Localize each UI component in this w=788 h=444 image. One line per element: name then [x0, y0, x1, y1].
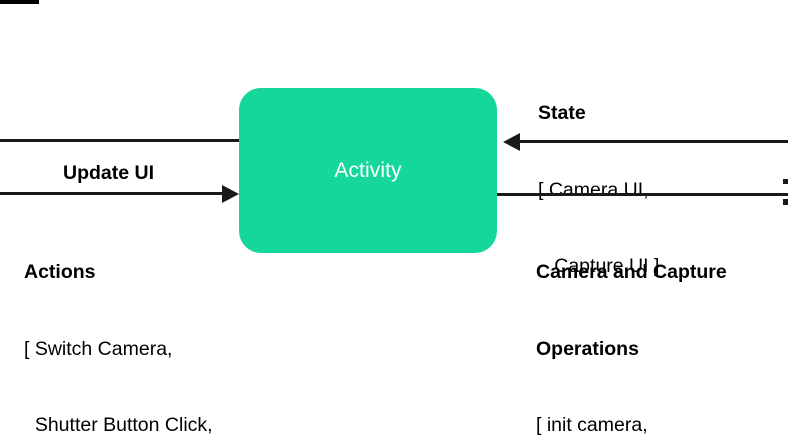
label-operations-item: [ init camera, [536, 414, 648, 436]
label-operations-title-line-2: Operations [536, 337, 639, 360]
label-operations-title-line-1: Camera and Capture [536, 261, 727, 283]
right-edge-clipped-fragment-lower [783, 199, 788, 205]
right-edge-clipped-fragment-upper [783, 179, 788, 184]
label-operations: Camera and Capture Operations [ init cam… [536, 209, 727, 444]
arrowhead-state-into-activity [503, 132, 520, 151]
flow-line-operations [494, 193, 788, 196]
activity-node-label: Activity [334, 159, 402, 182]
arrowhead-actions-into-activity [222, 184, 239, 203]
label-update-ui: Update UI [63, 110, 154, 238]
flow-line-update-ui [0, 139, 244, 142]
label-actions-item: Shutter Button Click, [24, 414, 213, 436]
label-actions-item: [ Switch Camera, [24, 337, 173, 360]
label-update-ui-title: Update UI [63, 162, 155, 184]
label-actions: Actions [ Switch Camera, Shutter Button … [24, 209, 260, 444]
flow-line-actions [0, 192, 230, 195]
label-state-title: State [538, 102, 586, 124]
activity-node[interactable]: Activity [239, 88, 497, 253]
label-state-item: Capture UI ] [538, 255, 660, 277]
label-state-item: [ Camera UI, [538, 178, 649, 201]
top-left-clipped-bar [0, 0, 39, 4]
label-actions-title: Actions [24, 261, 96, 283]
flow-line-state [519, 140, 788, 143]
